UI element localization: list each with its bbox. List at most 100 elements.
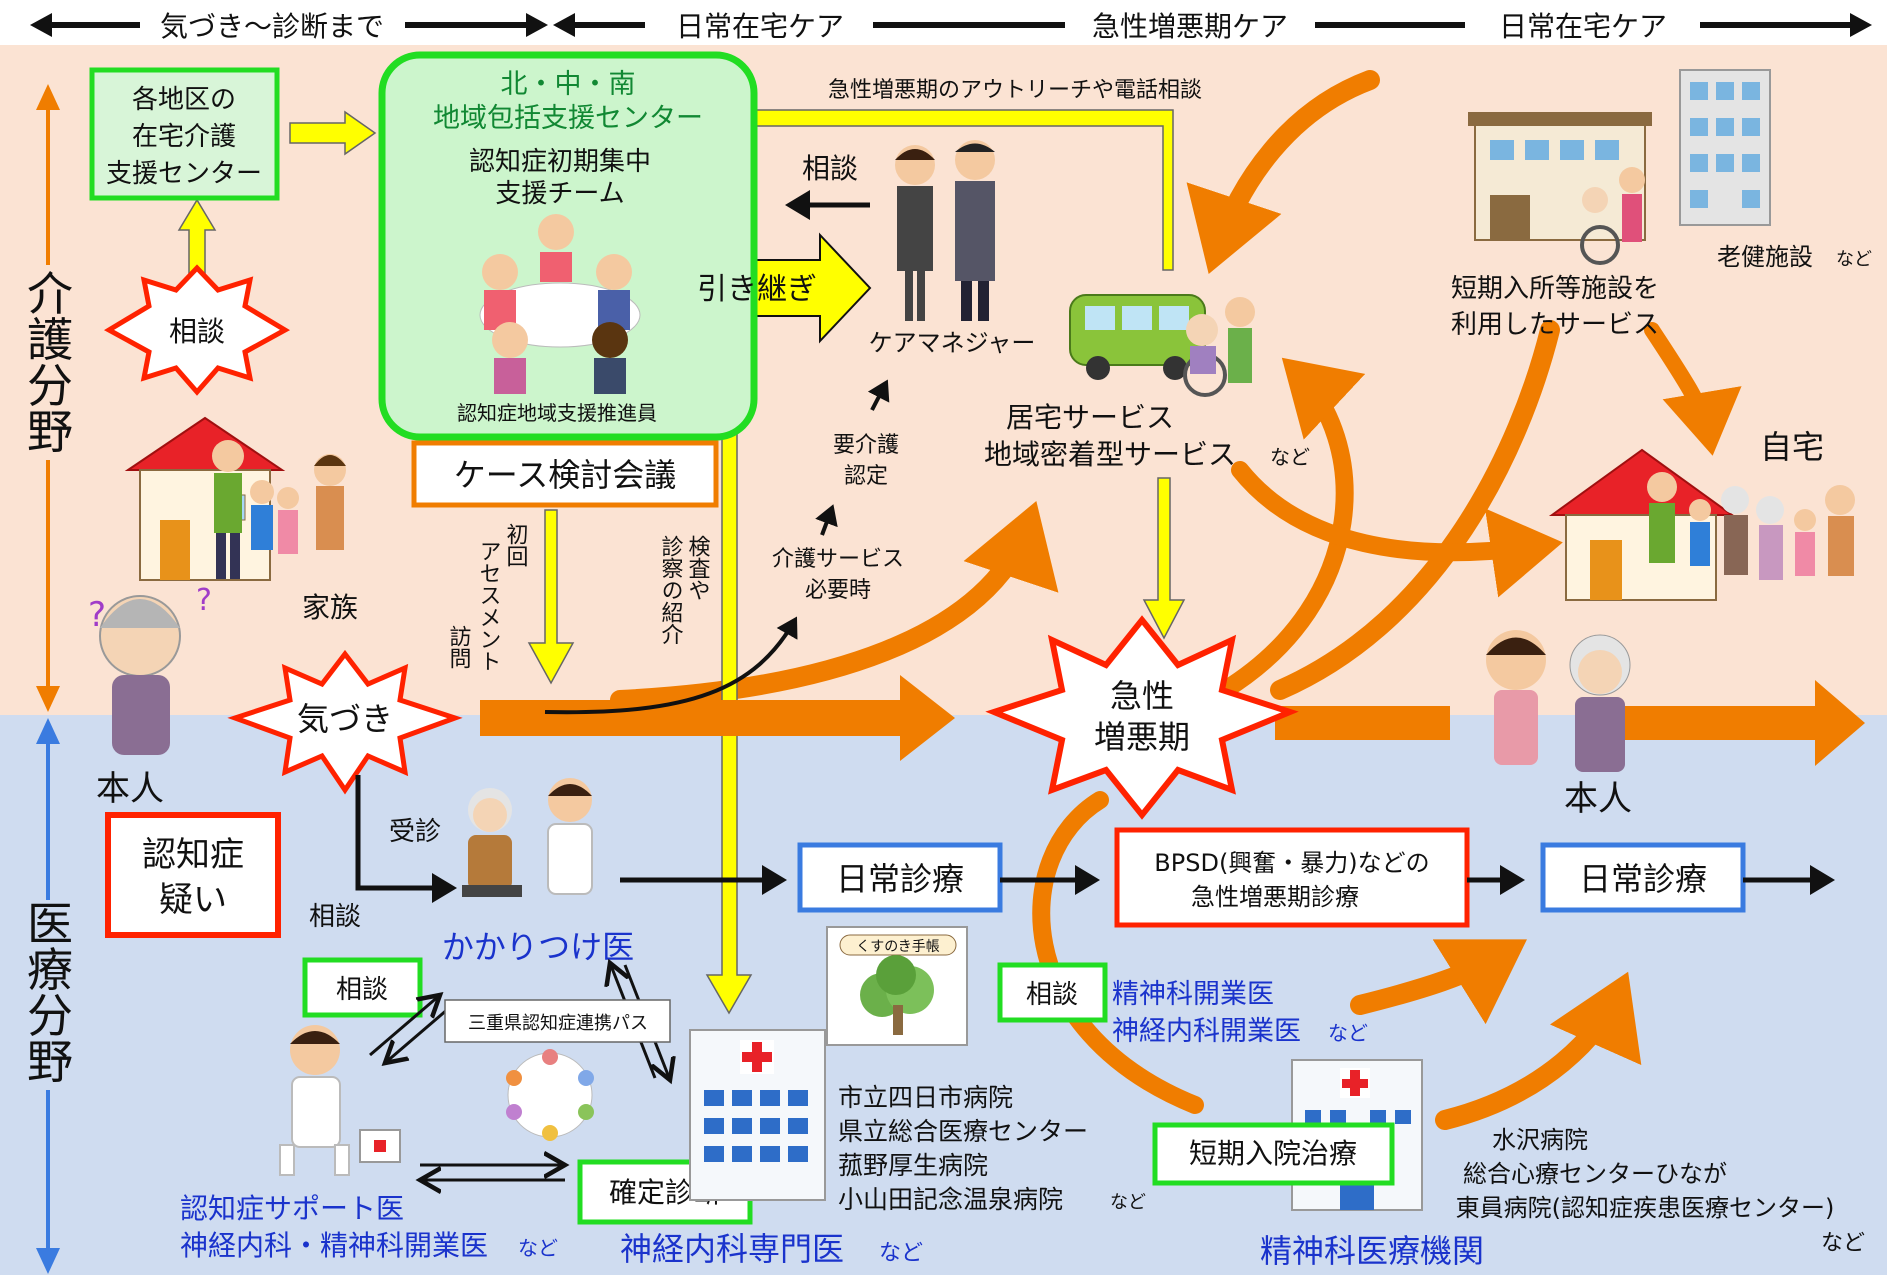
home-service-line-2: 地域密着型サービス <box>984 438 1236 471</box>
short-stay-facility-icon <box>1468 112 1652 265</box>
soudan-text-label: 相談 <box>309 902 361 932</box>
support-doctor-line-1: 認知症サポート医 <box>180 1192 404 1225</box>
circle-people-icon <box>506 1049 594 1141</box>
soudan-box-right: 相談 <box>997 962 1108 1023</box>
family-house <box>124 416 346 581</box>
case-meeting-box: ケース検討会議 <box>411 440 719 508</box>
soudan-left-label: 相談 <box>802 152 858 185</box>
honnin-left-label: 本人 <box>96 769 164 809</box>
hospitals-suffix: など <box>1110 1192 1146 1213</box>
care-field-char-4: 野 <box>27 405 73 459</box>
hospital-4: 小山田記念温泉病院 <box>838 1185 1063 1214</box>
jushin-label: 受診 <box>389 817 441 847</box>
psych-clinic-line-1: 精神科開業医 <box>1112 979 1274 1010</box>
main-orange-flow <box>480 675 1865 766</box>
arrow-facility-to-caremanager <box>1186 70 1380 274</box>
kusunoki-label: くすのき手帳 <box>856 939 940 955</box>
home-service-suffix: など <box>1270 445 1310 469</box>
utagai-line-2: 疑い <box>159 880 227 920</box>
shokai-line-2: アセスメント <box>476 540 501 672</box>
medical-field-char-2: 療 <box>27 943 73 997</box>
shokai-line-1: 初回 <box>503 523 529 567</box>
youkaigo-line-2: 認定 <box>844 464 888 489</box>
meeting-people-icon <box>479 214 641 394</box>
yellow-arrow-assessment-down <box>527 509 575 685</box>
daily-care-box-1: 日常診療 <box>797 842 1003 913</box>
mie-path-box: 三重県認知症連携パス <box>444 999 671 1043</box>
home-service-line-1: 居宅サービス <box>1006 401 1174 434</box>
main-flow-arrow-3 <box>1610 680 1865 766</box>
arrow-institution-to-daily <box>1435 971 1642 1130</box>
short-stay-line-1: 短期入所等施設を <box>1451 274 1659 304</box>
care-field-char-2: 護 <box>27 313 73 367</box>
yellow-arrow-district-to-center <box>289 110 377 156</box>
care-manager-label: ケアマネジャー <box>869 329 1036 357</box>
outreach-label: 急性増悪期のアウトリーチや電話相談 <box>828 78 1202 103</box>
rouken-building-icon <box>1679 69 1771 226</box>
medical-field-char-4: 野 <box>27 1035 73 1089</box>
youkaigo-line-1: 要介護 <box>833 433 899 458</box>
district-center-line-1: 各地区の <box>132 85 236 115</box>
orange-flow-arrows <box>610 70 1742 1130</box>
phase-label-2: 日常在宅ケア <box>676 10 844 43</box>
right-hospital-2: 総合心療センターひなが <box>1463 1160 1727 1188</box>
arrow-psych-to-daily <box>1350 939 1527 1025</box>
kizuki-label: 気づき <box>297 700 393 738</box>
medical-field-char-1: 医 <box>27 897 73 951</box>
family-label: 家族 <box>302 591 358 624</box>
arrow-crisis-to-home-service <box>1216 357 1366 699</box>
care-manager-figures <box>895 140 995 321</box>
home-house-icon <box>1548 448 1855 601</box>
arrow-home-service-to-home <box>1231 461 1563 598</box>
care-field-axis: 介 護 分 野 <box>27 84 73 712</box>
bpsd-box: BPSD(興奮・暴力)などの 急性増悪期診療 <box>1114 827 1470 928</box>
short-stay-line-2: 利用したサービス <box>1451 310 1659 340</box>
kyusei-label-1: 急性 <box>1110 677 1174 715</box>
bpsd-line-1: BPSD(興奮・暴力)などの <box>1154 849 1429 877</box>
care-field-char-1: 介 <box>27 267 73 321</box>
kakaritsuke-figures <box>462 778 593 897</box>
utagai-line-1: 認知症 <box>142 835 244 875</box>
soudan-burst-label: 相談 <box>169 315 225 348</box>
main-flow-arrow-2 <box>1275 706 1450 740</box>
phase-label-1: 気づき〜診断まで <box>160 10 384 43</box>
specialist-label: 神経内科専門医 <box>620 1230 844 1268</box>
daily-care-box-2: 日常診療 <box>1540 842 1746 913</box>
psych-clinic-suffix: など <box>1328 1021 1368 1045</box>
kyusei-label-2: 増悪期 <box>1094 718 1190 756</box>
phase-label-3: 急性増悪期ケア <box>1092 10 1288 43</box>
center-name: 地域包括支援センター <box>433 103 703 134</box>
phase-bar: 気づき〜診断まで 日常在宅ケア 急性増悪期ケア 日常在宅ケア <box>30 10 1872 43</box>
specialist-suffix: など <box>879 1241 923 1266</box>
short-hospital-box: 短期入院治療 <box>1152 1122 1395 1186</box>
arrow-short-hospital-loop <box>1032 791 1204 1114</box>
right-hospital-suffix: など <box>1821 1231 1865 1256</box>
case-meeting-label: ケース検討会議 <box>454 456 676 494</box>
support-doctor-suffix: など <box>518 1236 558 1260</box>
support-doctor-line-2: 神経内科・精神科開業医 <box>180 1229 488 1262</box>
rouken-label: 老健施設 <box>1717 243 1813 271</box>
soudan-box-left: 相談 <box>302 957 423 1018</box>
soudan-burst: 相談 <box>103 264 291 396</box>
honnin-right-label: 本人 <box>1564 779 1632 819</box>
kakaritsuke-label: かかりつけ医 <box>442 928 634 966</box>
shokai-line-3: 訪問 <box>446 625 471 669</box>
daily-care-1-label: 日常診療 <box>836 860 964 898</box>
soudan-box-left-label: 相談 <box>336 975 388 1005</box>
early-team-line-1: 認知症初期集中 <box>469 147 651 177</box>
specialist-hospital-icon <box>689 1029 826 1201</box>
kusunoki-notebook: くすのき手帳 <box>826 926 968 1046</box>
jitaku-label: 自宅 <box>1760 428 1824 466</box>
arrow-kizuki-to-service <box>544 616 798 715</box>
honnin-right-figures <box>1486 630 1631 772</box>
support-doctor-figure <box>279 1025 401 1176</box>
center-regions: 北・中・南 <box>501 69 636 100</box>
psych-clinic-line-2: 神経内科開業医 <box>1112 1016 1301 1047</box>
hospital-1: 市立四日市病院 <box>838 1083 1013 1112</box>
arrow-facility-to-home <box>1644 322 1742 456</box>
main-flow-arrow-1 <box>480 675 955 761</box>
hospital-3: 菰野厚生病院 <box>838 1151 988 1180</box>
early-team-line-2: 支援チーム <box>495 179 624 209</box>
short-hospital-label: 短期入院治療 <box>1189 1137 1357 1170</box>
